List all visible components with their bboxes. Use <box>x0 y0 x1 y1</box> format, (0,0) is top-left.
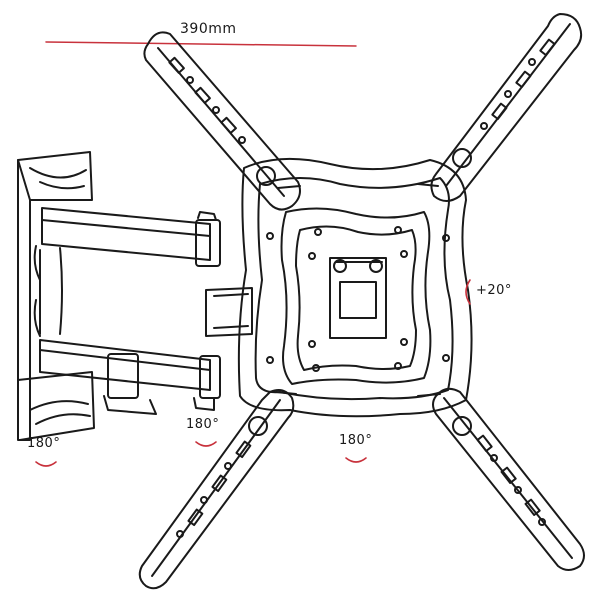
rotation-arc-mid <box>195 441 217 447</box>
width-dimension-line <box>45 41 357 47</box>
rotation-arc-left <box>35 461 57 467</box>
plate-rotation-label: 180° <box>339 433 373 448</box>
bracket-upper-left <box>143 31 301 211</box>
arm-rotation-label: 180° <box>186 417 220 432</box>
bracket-upper-right <box>430 13 583 202</box>
rotation-arc-right <box>345 457 367 463</box>
width-label: 390mm <box>180 21 237 37</box>
bracket-lower-right <box>432 387 585 571</box>
lower-arm <box>39 339 221 415</box>
bracket-lower-left <box>138 389 295 590</box>
wall-rotation-label: 180° <box>27 436 61 451</box>
tilt-bracket <box>205 287 253 337</box>
tilt-arc <box>465 279 471 305</box>
wall-plate <box>17 151 95 441</box>
tilt-label: +20° <box>476 283 512 298</box>
upper-arm <box>39 207 221 335</box>
